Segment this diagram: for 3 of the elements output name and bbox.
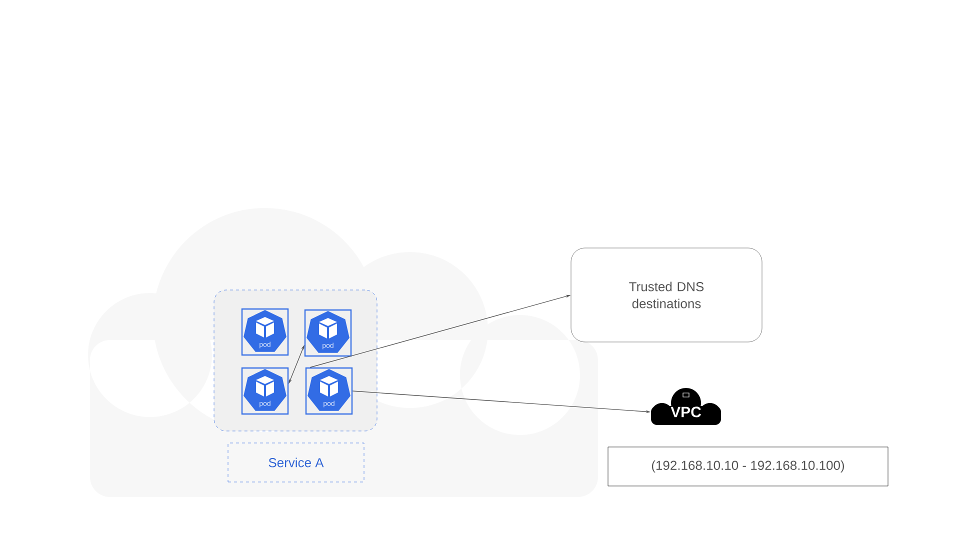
address-range-box: (192.168.10.10 - 192.168.10.100) [608,446,888,486]
destination-box: Trusted DNS destinations [570,248,762,342]
service-box: Service A [228,442,364,482]
